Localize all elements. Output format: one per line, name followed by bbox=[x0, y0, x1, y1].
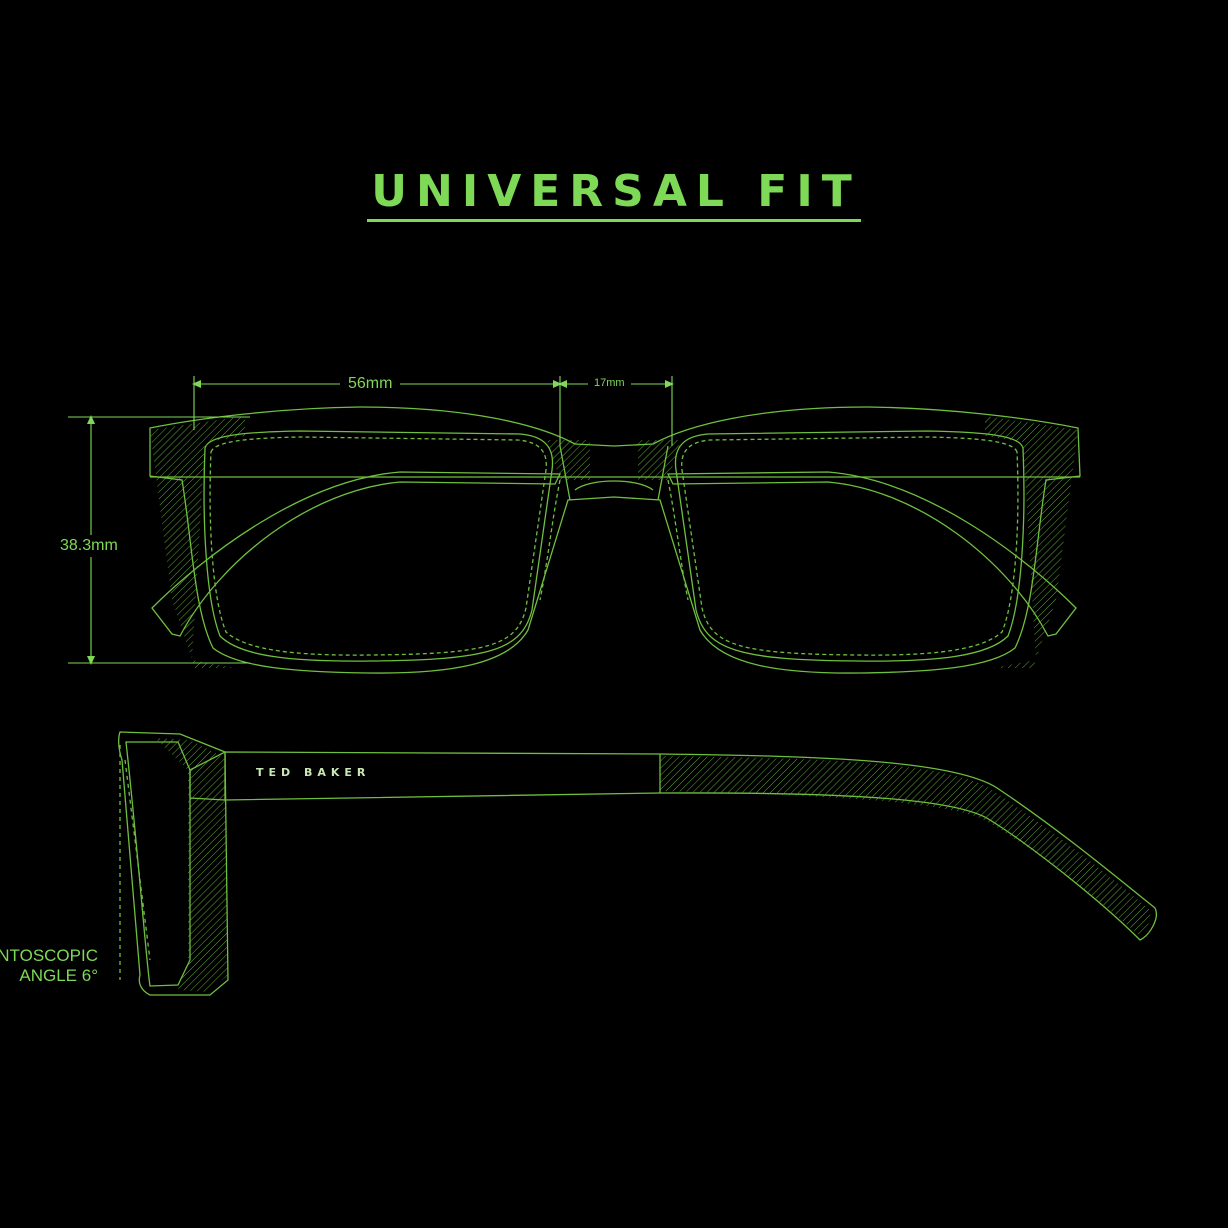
bridge bbox=[559, 445, 669, 501]
dimension-lines bbox=[68, 376, 674, 665]
side-front-piece bbox=[118, 731, 229, 996]
side-view bbox=[118, 731, 1157, 996]
lens-height-label: 38.3mm bbox=[58, 535, 120, 557]
front-view bbox=[149, 406, 1081, 674]
right-temple-back bbox=[666, 471, 1077, 637]
left-lens-rim bbox=[203, 430, 554, 662]
brand-logo-text: TED BAKER bbox=[256, 766, 371, 779]
lens-width-label: 56mm bbox=[340, 375, 401, 393]
left-temple-back bbox=[151, 471, 562, 637]
bridge-width-label: 17mm bbox=[588, 377, 631, 389]
pantoscopic-angle-label: PANTOSCOPIC ANGLE 6° bbox=[0, 946, 98, 985]
frame-outline bbox=[149, 406, 1081, 674]
page-title: UNIVERSAL FIT bbox=[0, 166, 1228, 222]
right-lens-rim bbox=[674, 430, 1025, 662]
